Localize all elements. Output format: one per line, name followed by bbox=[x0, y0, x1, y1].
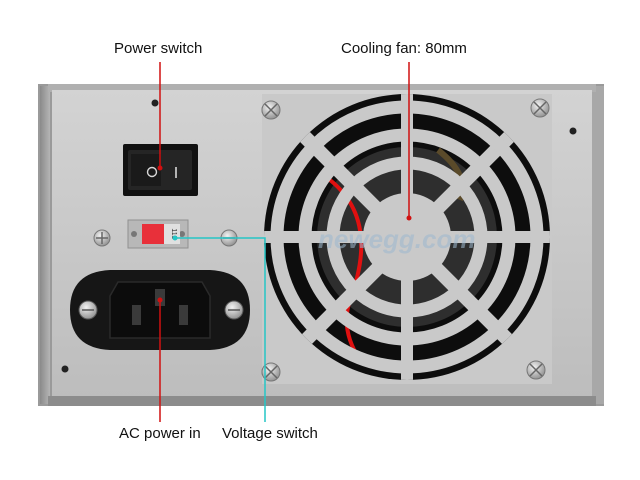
off-symbol bbox=[146, 166, 158, 178]
inlet-pin bbox=[132, 305, 141, 325]
label-voltage-switch: Voltage switch bbox=[222, 425, 318, 442]
screw-icon bbox=[93, 229, 111, 247]
label-ac-power-in: AC power in bbox=[119, 425, 201, 442]
label-power-switch: Power switch bbox=[114, 40, 203, 57]
voltage-switch: 115 bbox=[127, 219, 189, 249]
fan-hub bbox=[363, 193, 451, 281]
voltage-value: 115 bbox=[170, 228, 177, 239]
panel-hole bbox=[61, 365, 69, 373]
leader-voltage-switch bbox=[175, 237, 266, 422]
callout-leaders bbox=[157, 62, 412, 422]
panel-hole bbox=[569, 127, 577, 135]
cooling-fan-grill bbox=[261, 94, 552, 384]
label-cooling-fan: Cooling fan: 80mm bbox=[341, 40, 467, 57]
inlet-pin bbox=[179, 305, 188, 325]
panel-hole bbox=[151, 99, 159, 107]
newegg-watermark: newegg.com bbox=[318, 224, 475, 254]
